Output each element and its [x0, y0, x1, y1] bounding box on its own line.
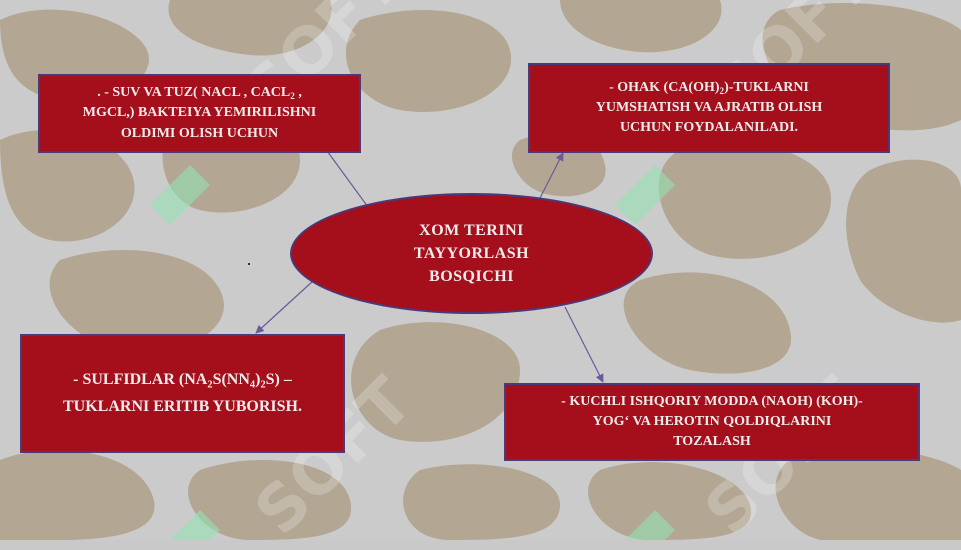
- subscript: 2: [207, 379, 213, 391]
- subscript: 4: [249, 379, 256, 391]
- central-topic-ellipse: XOM TERINI TAYYORLASH BOSQICHI: [290, 193, 653, 314]
- box-bottom-right-line2: YOG‘ VA HEROTIN QOLDIQLARINI: [592, 413, 832, 429]
- subscript: 2: [719, 85, 725, 96]
- box-top-left-line2: MGCL,) BAKTEIYA YEMIRILISHNI: [82, 105, 317, 121]
- text-part: ,: [294, 85, 302, 101]
- text-part: S) –: [265, 371, 292, 389]
- box-top-left: . - SUV VA TUZ( NACL , CACL2 , MGCL,) BA…: [38, 74, 361, 153]
- center-line2: TAYYORLASH: [413, 244, 530, 262]
- box-bottom-right-line1: - KUCHLI ISHQORIY MODDA (NAOH) (KOH)-: [561, 393, 863, 409]
- text-part: )-TUKLARNI: [724, 79, 809, 95]
- box-top-right-line1: - OHAK (CA(OH)2)-TUKLARNI: [609, 78, 809, 98]
- text-part: - SULFIDLAR (NA: [73, 371, 208, 389]
- box-bottom-left: - SULFIDLAR (NA2S(NN4)2S) – TUKLARNI ERI…: [20, 334, 345, 453]
- box-bottom-right: - KUCHLI ISHQORIY MODDA (NAOH) (KOH)- YO…: [504, 383, 920, 461]
- text-part: ): [255, 371, 261, 389]
- subscript: 2: [290, 91, 295, 102]
- box-top-right: - OHAK (CA(OH)2)-TUKLARNI YUMSHATISH VA …: [528, 63, 890, 153]
- box-bottom-right-line3: TOZALASH: [673, 434, 751, 450]
- stray-dot: [248, 263, 250, 265]
- box-top-right-line3: UCHUN FOYDALANILADI.: [619, 120, 799, 136]
- text-part: - OHAK (CA(OH): [609, 79, 720, 95]
- box-bottom-left-line2: TUKLARNI ERITIB YUBORISH.: [62, 397, 302, 415]
- center-line1: XOM TERINI: [419, 221, 524, 239]
- box-top-right-line2: YUMSHATISH VA AJRATIB OLISH: [595, 99, 823, 115]
- box-top-left-line3: OLDIMI OLISH UCHUN: [120, 125, 279, 141]
- text-part: S(NN: [212, 371, 250, 389]
- center-line3: BOSQICHI: [429, 268, 514, 286]
- text-part: . - SUV VA TUZ( NACL , CACL: [97, 85, 291, 101]
- subscript: 2: [260, 379, 266, 391]
- box-bottom-left-line1: - SULFIDLAR (NA2S(NN4)2S) –: [73, 367, 292, 393]
- box-top-left-line1: . - SUV VA TUZ( NACL , CACL2 ,: [97, 83, 302, 103]
